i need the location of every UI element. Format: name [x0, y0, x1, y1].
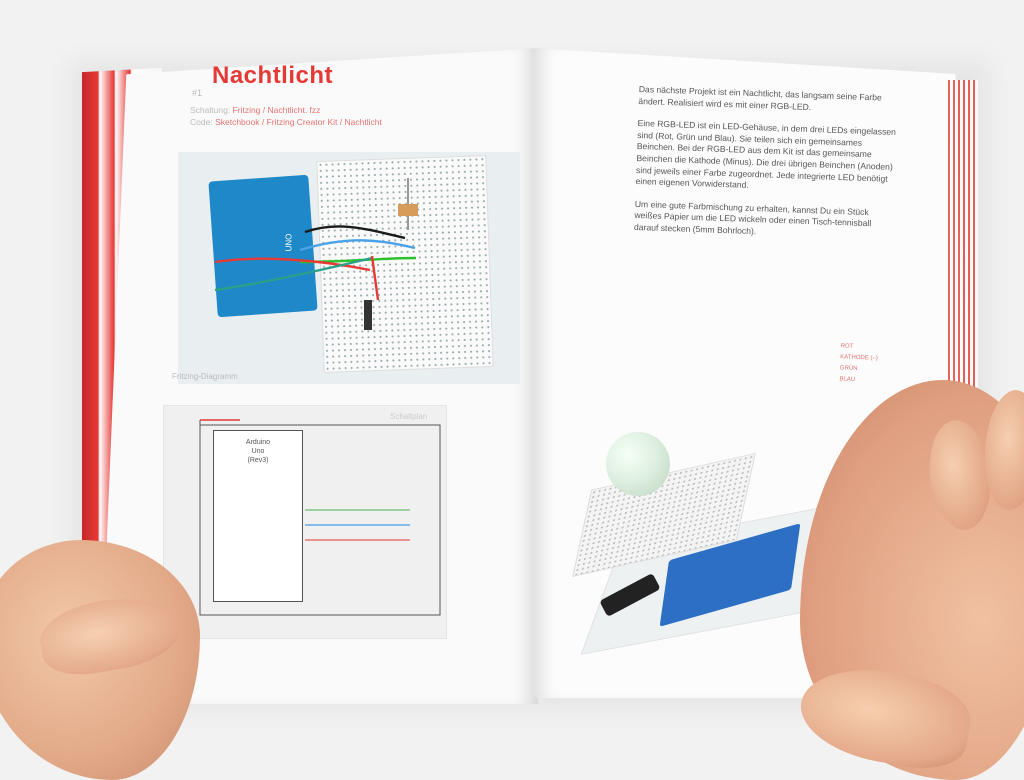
meta-value: Fritzing / Nachtlicht. fzz — [232, 105, 321, 115]
board-label: UNO — [284, 233, 294, 252]
chip-line: (Rev3) — [247, 457, 269, 464]
breadboard-illustration — [316, 155, 494, 373]
paragraph: Um eine gute Farbmischung zu erhalten, k… — [633, 198, 872, 237]
meta-label: Code: — [190, 117, 213, 127]
lesson-number: #1 — [192, 88, 203, 98]
paragraph: Eine RGB-LED ist ein LED-Gehäuse, in dem… — [635, 118, 897, 191]
page-title: Nachtlicht — [212, 62, 334, 89]
chip-line: Arduino — [245, 439, 271, 446]
schematic-chip-label: Arduino Uno (Rev3) — [233, 438, 283, 465]
meta-value: Sketchbook / Fritzing Creator Kit / Nach… — [215, 117, 382, 127]
schematic-caption: Schaltplan — [390, 412, 428, 421]
led-pin-label: BLAU — [839, 376, 856, 383]
schematic-diagram — [163, 405, 447, 639]
meta-label: Schaltung: — [190, 105, 231, 115]
diagram-caption: Fritzing-Diagramm — [172, 372, 238, 381]
ping-pong-ball-photo — [606, 432, 670, 496]
led-pin-labels: ROT KATHODE (–) GRÜN BLAU — [839, 341, 878, 386]
arduino-board-illustration — [208, 174, 318, 318]
body-text: Das nächste Projekt ist ein Nachtlicht, … — [633, 84, 900, 254]
chip-line: Uno — [251, 448, 265, 455]
file-reference: Schaltung: Fritzing / Nachtlicht. fzz Co… — [190, 104, 382, 128]
